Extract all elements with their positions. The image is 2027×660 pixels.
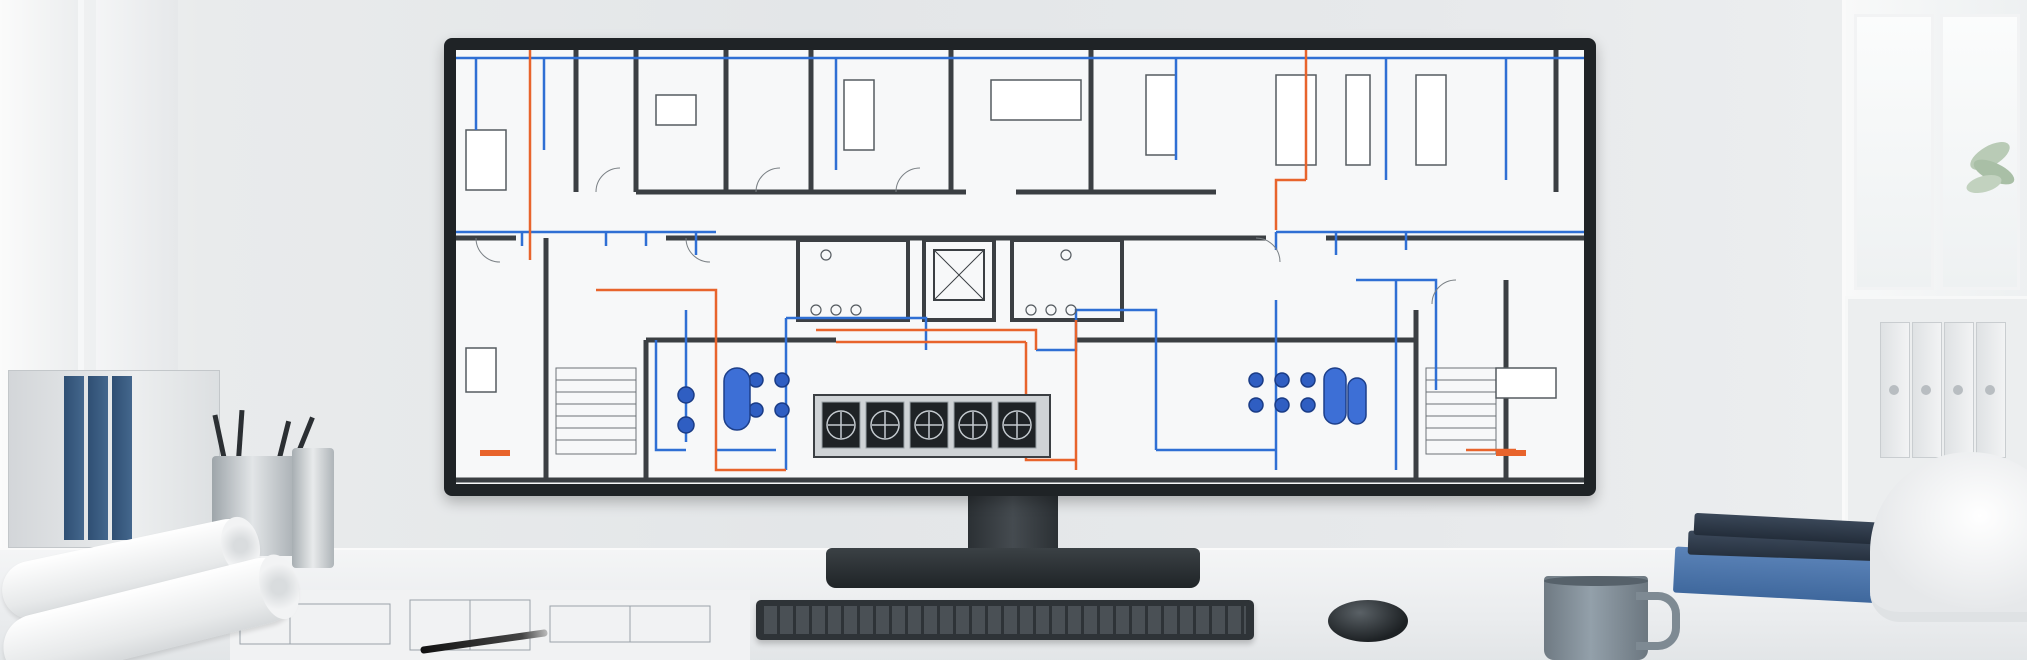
plant-leaves [1966, 142, 2015, 194]
window-pane [1854, 14, 1934, 290]
binder [1880, 322, 1910, 458]
floor-plan-screen [456, 50, 1584, 484]
monitor-stand-base [826, 548, 1200, 588]
monitor [444, 38, 1596, 496]
blue-folder [88, 376, 108, 540]
binder [1944, 322, 1974, 458]
monitor-stand-neck [968, 496, 1058, 552]
blue-folder [112, 376, 132, 540]
pen-cup [292, 448, 334, 568]
binder [1912, 322, 1942, 458]
binder [1976, 322, 2006, 458]
chiller-unit [813, 394, 1051, 458]
blue-folder [64, 376, 84, 540]
blueprint-sheet [230, 590, 750, 660]
coffee-mug [1544, 576, 1648, 660]
computer-mouse [1328, 600, 1408, 642]
mug-handle [1636, 592, 1680, 650]
mep-floor-plan [456, 50, 1584, 484]
keyboard [756, 600, 1254, 640]
